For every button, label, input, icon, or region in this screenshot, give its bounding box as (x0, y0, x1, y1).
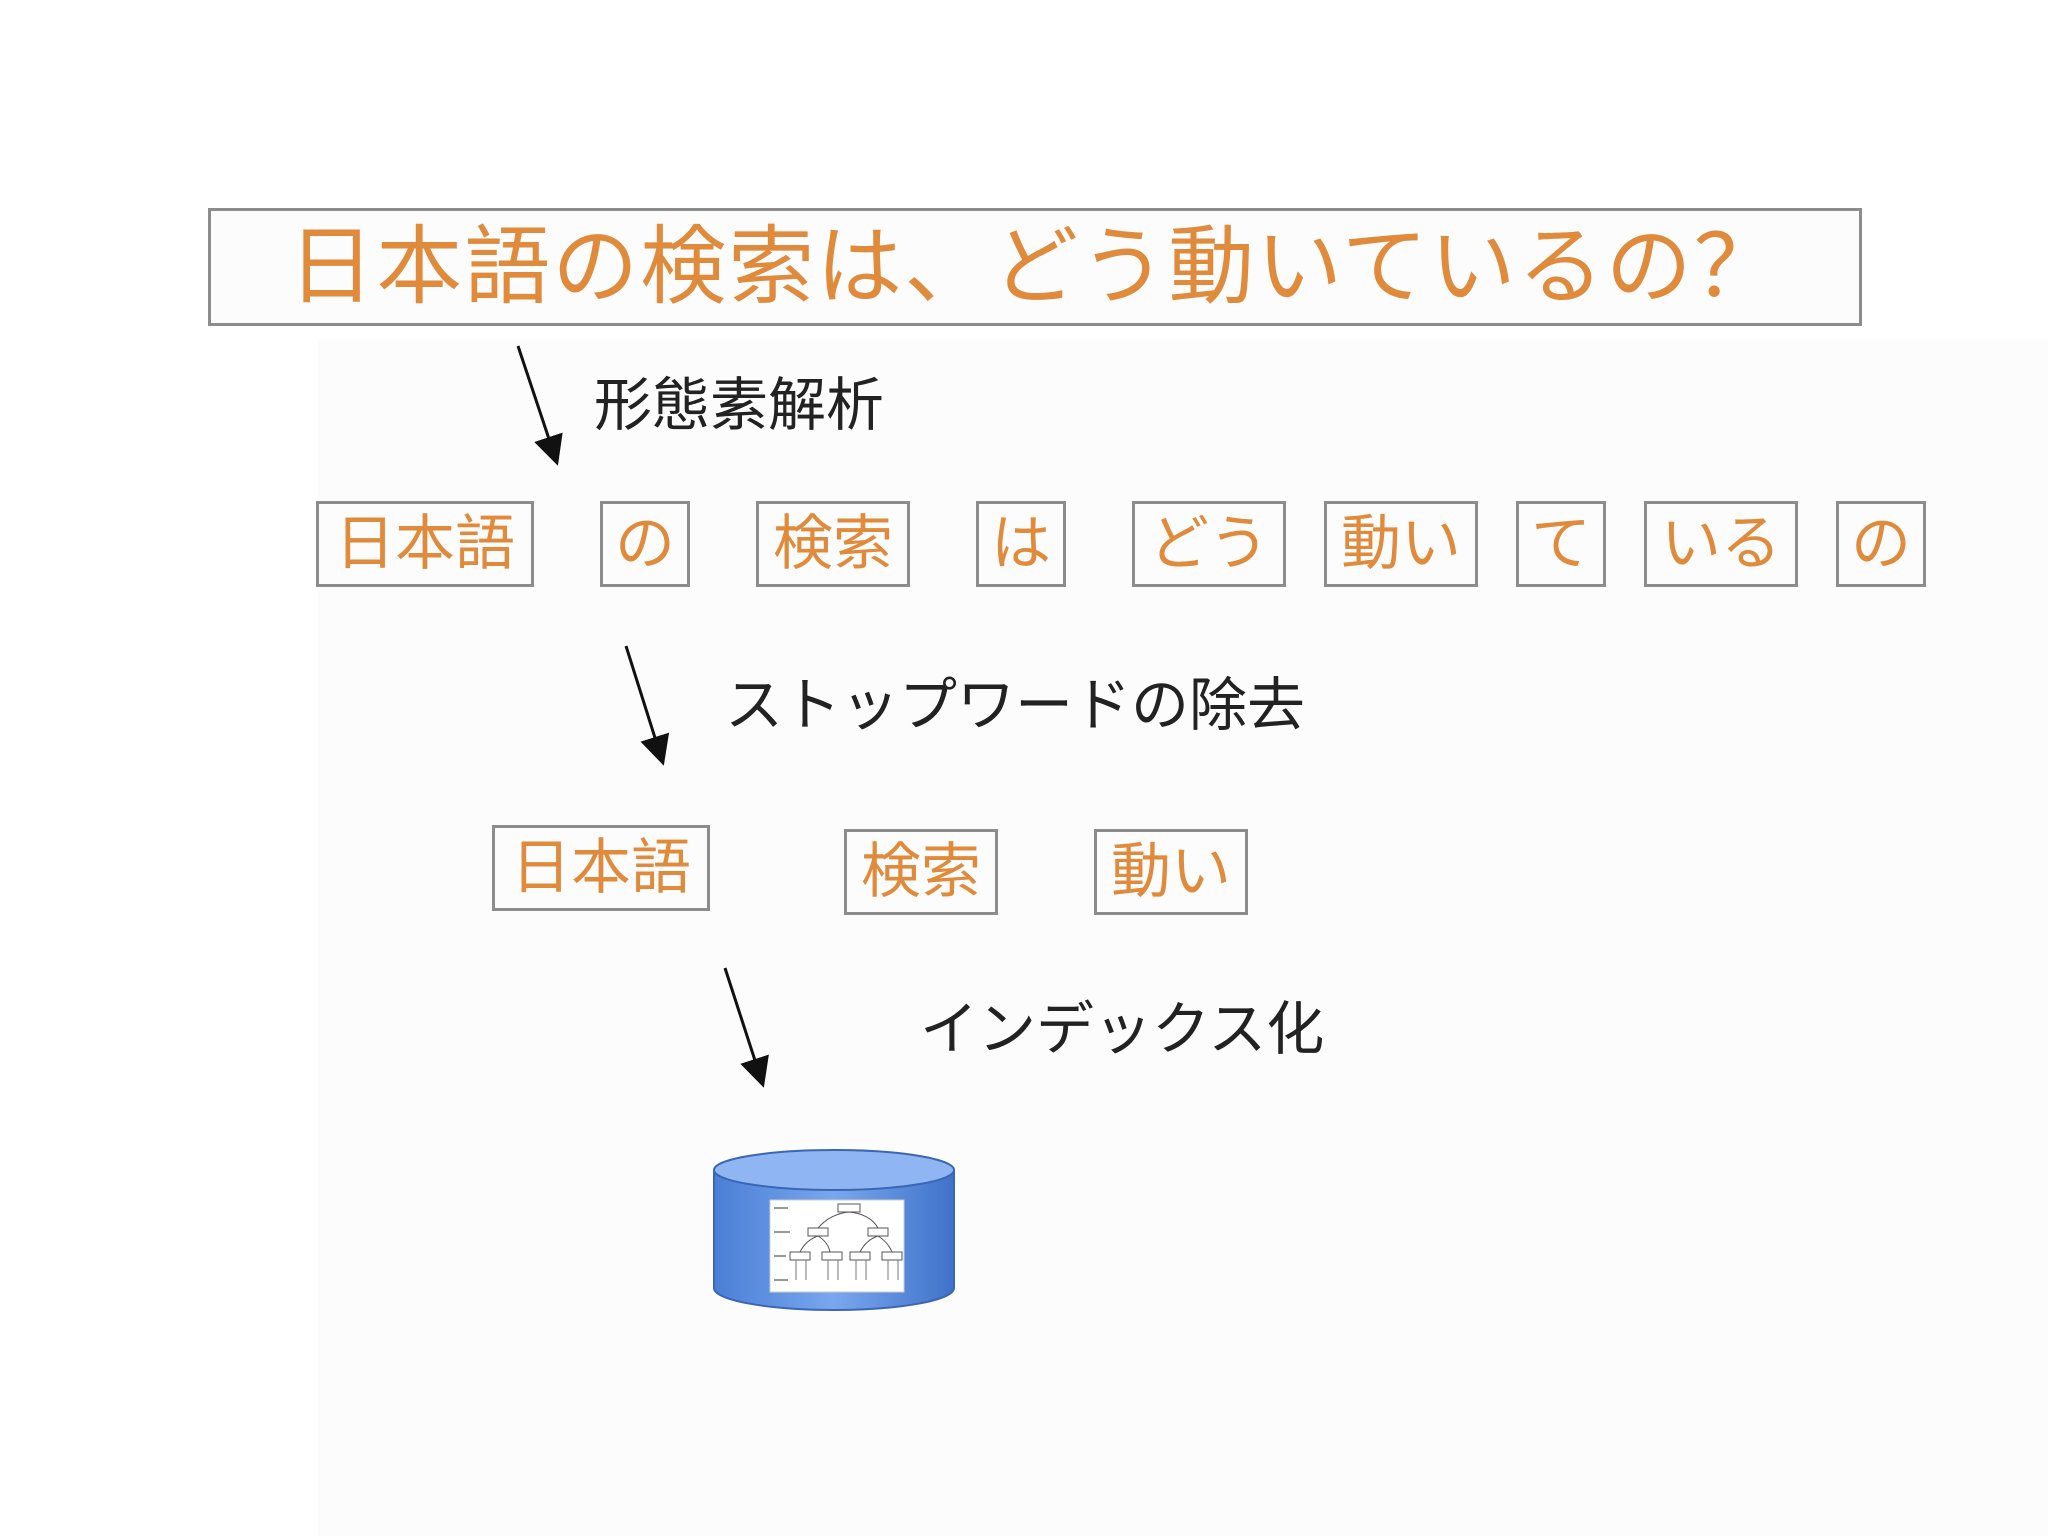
title-sentence-box: 日本語の検索は、どう動いているの？ (208, 208, 1862, 326)
token-box: て (1516, 501, 1606, 587)
filtered-token-box: 日本語 (492, 825, 710, 911)
token-box: 検索 (756, 501, 910, 587)
token: 検索 (773, 509, 893, 579)
token: て (1531, 509, 1591, 579)
token: の (1851, 509, 1911, 579)
token: は (991, 509, 1051, 579)
token-box: 日本語 (316, 501, 534, 587)
arrow-down-right-icon (624, 645, 670, 766)
token-box: どう (1132, 501, 1286, 587)
token-box: の (1836, 501, 1926, 587)
filtered-token: 動い (1111, 837, 1231, 907)
token: 日本語 (335, 509, 515, 579)
arrow-down-right-icon (516, 345, 563, 466)
token: いる (1661, 509, 1781, 579)
token: 動い (1341, 509, 1461, 579)
filtered-token-box: 検索 (844, 829, 998, 915)
filtered-token: 検索 (861, 837, 981, 907)
filtered-token-box: 動い (1094, 829, 1248, 915)
step-label-morphological-analysis: 形態素解析 (594, 371, 885, 439)
token: どう (1149, 509, 1269, 579)
arrow-down-right-icon (723, 967, 769, 1088)
title-sentence: 日本語の検索は、どう動いているの？ (288, 217, 1782, 317)
filtered-token: 日本語 (511, 833, 691, 903)
token-box: 動い (1324, 501, 1478, 587)
btree-diagram (769, 1199, 905, 1293)
token-box: いる (1644, 501, 1798, 587)
token-box: の (600, 501, 690, 587)
token: の (615, 509, 675, 579)
token-box: は (976, 501, 1066, 587)
database-icon (713, 1149, 955, 1311)
step-label-indexing: インデックス化 (920, 995, 1325, 1063)
step-label-stopword-removal: ストップワードの除去 (725, 671, 1306, 739)
